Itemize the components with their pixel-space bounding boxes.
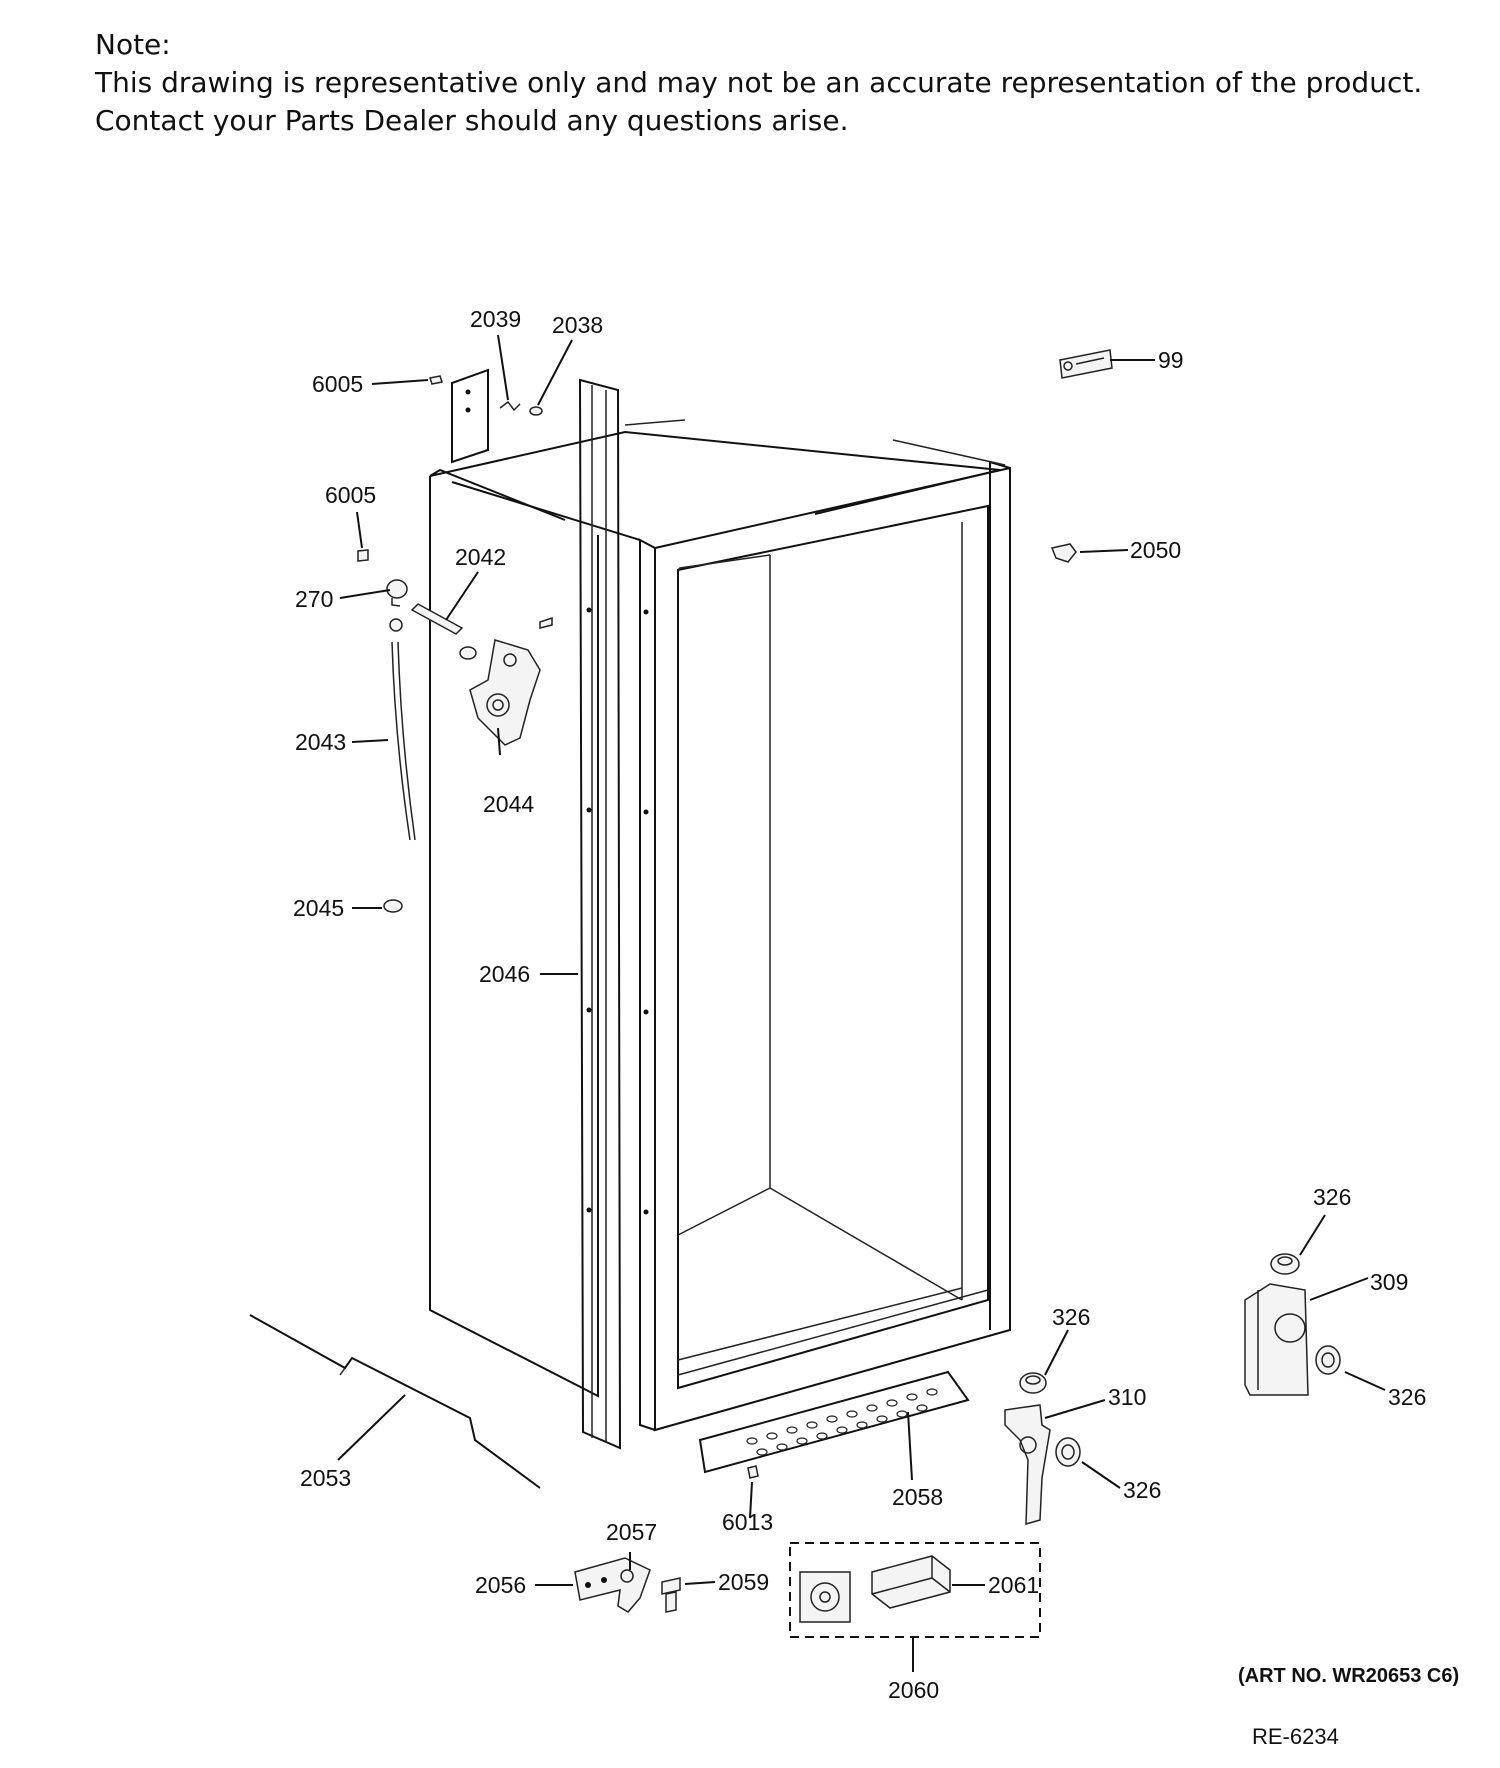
note-line-1: This drawing is representative only and … xyxy=(95,66,1423,99)
label-2038: 2038 xyxy=(552,312,603,338)
label-309: 309 xyxy=(1370,1269,1408,1295)
label-2057: 2057 xyxy=(606,1519,657,1545)
label-270: 270 xyxy=(295,586,333,612)
label-326-lower: 326 xyxy=(1123,1477,1161,1503)
label-2044: 2044 xyxy=(483,791,534,817)
label-2045: 2045 xyxy=(293,895,344,921)
disclaimer-note: Note: This drawing is representative onl… xyxy=(95,26,1422,140)
base-skirt-2053 xyxy=(249,1314,541,1489)
label-2046: 2046 xyxy=(479,961,530,987)
note-title: Note: xyxy=(95,28,171,61)
label-2060: 2060 xyxy=(888,1677,939,1703)
label-6005-side: 6005 xyxy=(325,482,376,508)
small-parts xyxy=(357,349,1113,913)
bottom-hinge-2056 xyxy=(574,1557,651,1613)
bracket-310-assembly xyxy=(1004,1372,1081,1526)
label-2053: 2053 xyxy=(300,1465,351,1491)
trim-strip-2046 xyxy=(578,378,649,1450)
reference-code: RE-6234 xyxy=(1252,1724,1339,1749)
label-2058: 2058 xyxy=(892,1484,943,1510)
label-6013: 6013 xyxy=(722,1509,773,1535)
label-2061: 2061 xyxy=(988,1572,1039,1598)
label-326-right: 326 xyxy=(1388,1384,1426,1410)
top-hinge-plate xyxy=(451,368,489,464)
label-2059: 2059 xyxy=(718,1569,769,1595)
bracket-309-assembly xyxy=(1244,1253,1341,1396)
label-2042: 2042 xyxy=(455,544,506,570)
label-2043: 2043 xyxy=(295,729,346,755)
label-6005-top: 6005 xyxy=(312,371,363,397)
callout-labels: 6005 2039 2038 99 6005 2042 270 2050 204… xyxy=(293,306,1426,1703)
label-326-mid: 326 xyxy=(1052,1304,1090,1330)
label-2050: 2050 xyxy=(1130,537,1181,563)
label-99: 99 xyxy=(1158,347,1184,373)
art-number: (ART NO. WR20653 C6) xyxy=(1238,1665,1459,1687)
grille-2058 xyxy=(698,1370,970,1474)
screw-6013-part xyxy=(747,1465,759,1479)
kit-box-2060 xyxy=(789,1542,1041,1638)
label-2039: 2039 xyxy=(470,306,521,332)
leveling-leg-2059 xyxy=(661,1577,681,1613)
leader-lines xyxy=(337,334,1386,1672)
label-2056: 2056 xyxy=(475,1572,526,1598)
cabinet-case xyxy=(429,419,1011,1432)
label-326-top-right: 326 xyxy=(1313,1184,1351,1210)
note-line-2: Contact your Parts Dealer should any que… xyxy=(95,104,849,137)
label-310: 310 xyxy=(1108,1384,1146,1410)
